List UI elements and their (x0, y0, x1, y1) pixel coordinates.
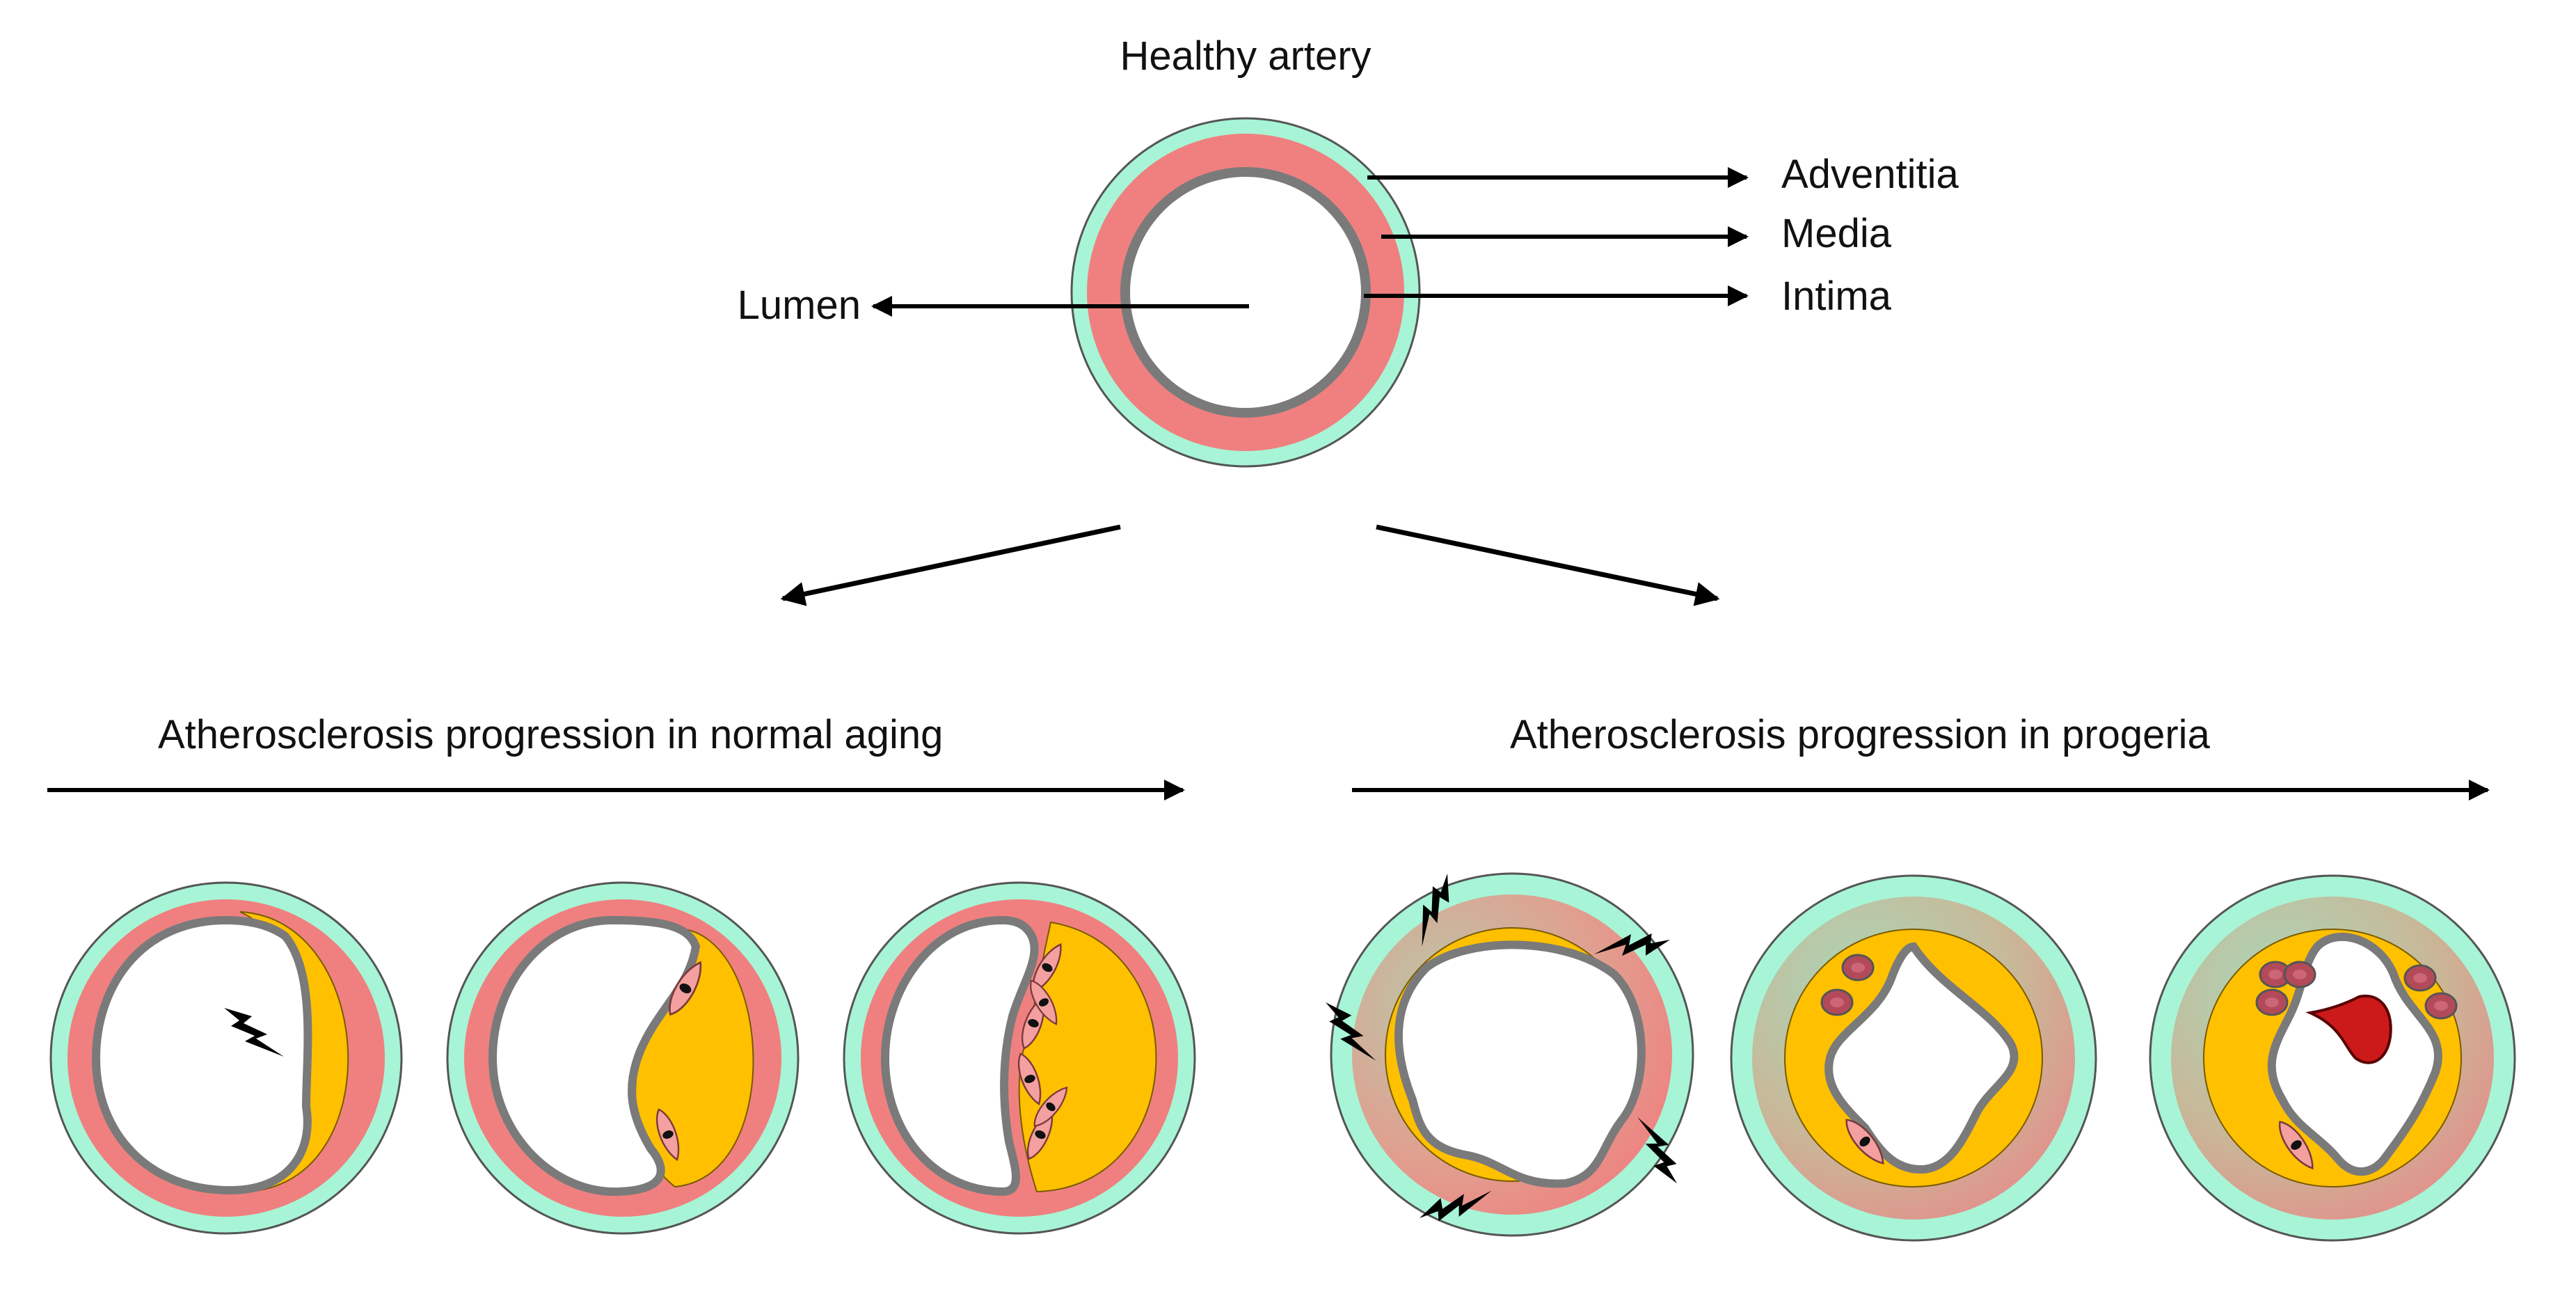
thrombus-icon (2305, 994, 2392, 1064)
branch-arrow-left (780, 524, 1121, 606)
progeria-heading: Atherosclerosis progression in progeria (1510, 712, 2211, 757)
branch-arrow-right (1376, 524, 1720, 606)
foam-cell-icon (2283, 961, 2316, 988)
foam-cell-icon (2403, 964, 2437, 992)
adventitia-label: Adventitia (1781, 152, 1959, 197)
normal-stage-3 (843, 881, 1196, 1235)
normal-aging-heading: Atherosclerosis progression in normal ag… (158, 712, 943, 757)
foam-cell-icon (1820, 988, 1854, 1016)
foam-cell-icon (1841, 954, 1875, 981)
media-label: Media (1781, 211, 1892, 256)
normal-stage-2 (446, 881, 800, 1235)
progeria-stage-3 (2149, 874, 2516, 1242)
progeria-stage-1 (1317, 872, 1694, 1242)
foam-cell-icon (2255, 988, 2289, 1016)
normal-stage-1 (49, 881, 403, 1235)
layer-pointers (871, 167, 1749, 317)
progeria-stage-2 (1730, 874, 2097, 1242)
lumen-label: Lumen (738, 283, 861, 328)
healthy-artery (1070, 117, 1421, 468)
foam-cell-icon (2424, 992, 2458, 1020)
healthy-artery-title: Healthy artery (1120, 33, 1371, 79)
intima-label: Intima (1781, 274, 1892, 319)
